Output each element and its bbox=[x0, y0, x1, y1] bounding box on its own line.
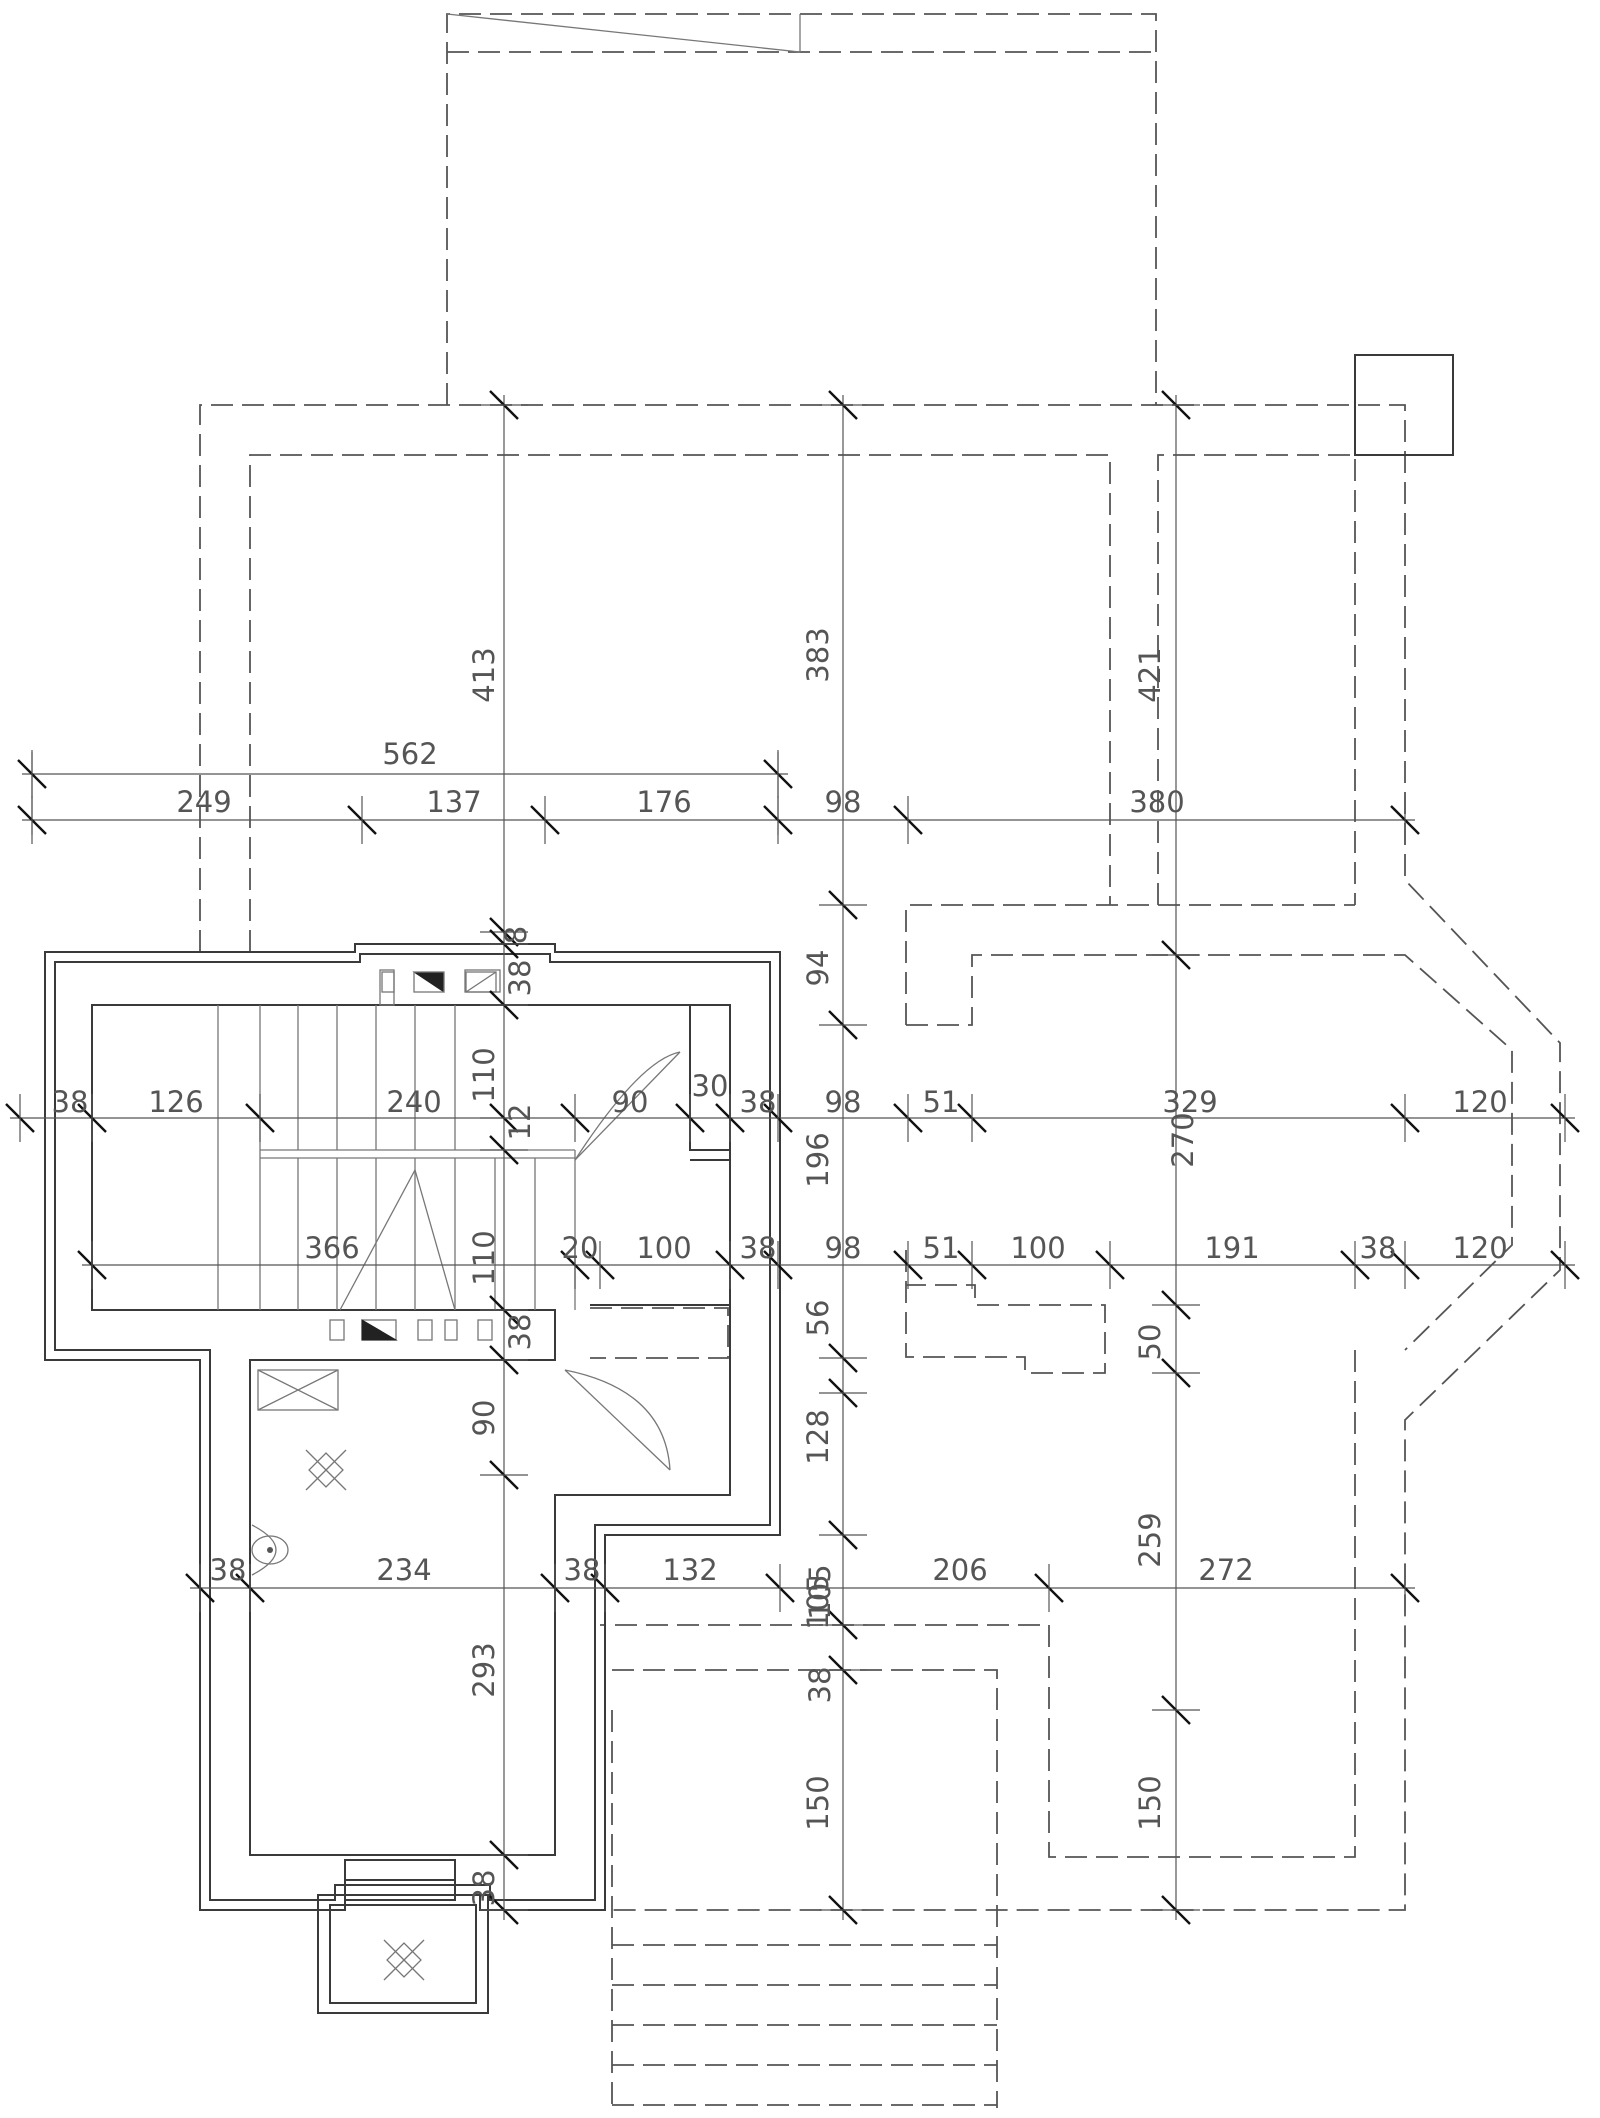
vertical-dimension-labels: 413 8 38 110 12 110 38 90 293 38 383 94 … bbox=[467, 627, 1200, 1906]
dim-label: 413 bbox=[467, 647, 501, 702]
dim-label: 38 bbox=[740, 1231, 777, 1265]
dim-label: 30 bbox=[692, 1069, 729, 1103]
dim-label: 38 bbox=[503, 1314, 537, 1351]
dim-label: 150 bbox=[1133, 1775, 1167, 1830]
dim-label: 98 bbox=[825, 1085, 862, 1119]
dim-label: 38 bbox=[1360, 1231, 1397, 1265]
dim-label: 50 bbox=[1133, 1324, 1167, 1361]
dim-label: 562 bbox=[382, 737, 437, 771]
ceiling-light-icon bbox=[305, 1449, 347, 1491]
dim-label: 51 bbox=[923, 1085, 960, 1119]
dim-label: 270 bbox=[1166, 1112, 1200, 1167]
chimney-box bbox=[1354, 354, 1454, 456]
dim-label: 98 bbox=[825, 1231, 862, 1265]
dim-label: 38 bbox=[210, 1553, 247, 1587]
dim-label: 380 bbox=[1129, 785, 1184, 819]
dim-label: 234 bbox=[376, 1553, 431, 1587]
dim-label: 12 bbox=[503, 1104, 537, 1141]
dim-label: 240 bbox=[386, 1085, 441, 1119]
dim-label: 38 bbox=[503, 960, 537, 997]
dim-label: 100 bbox=[1010, 1231, 1065, 1265]
dim-label: 259 bbox=[1133, 1512, 1167, 1567]
dim-label: 132 bbox=[662, 1553, 717, 1587]
dim-label: 38 bbox=[740, 1085, 777, 1119]
dim-label: 110 bbox=[467, 1230, 501, 1285]
dim-label: 293 bbox=[467, 1642, 501, 1697]
dim-label: 137 bbox=[426, 785, 481, 819]
bathroom-fixtures bbox=[251, 1369, 425, 1981]
dim-label: 110 bbox=[467, 1047, 501, 1102]
dim-label: 272 bbox=[1198, 1553, 1253, 1587]
ventilation-ducts bbox=[329, 971, 497, 1341]
dim-label: 100 bbox=[636, 1231, 691, 1265]
dim-label: 8 bbox=[499, 926, 533, 944]
dim-label: 176 bbox=[636, 785, 691, 819]
dim-label: 196 bbox=[801, 1132, 835, 1187]
dim-label: 105 bbox=[803, 1564, 837, 1619]
dim-label: 105 bbox=[801, 1574, 835, 1629]
porch-light-icon bbox=[383, 1939, 425, 1981]
dim-label: 421 bbox=[1133, 647, 1167, 702]
dim-label: 90 bbox=[467, 1400, 501, 1437]
dim-label: 206 bbox=[932, 1553, 987, 1587]
dim-label: 128 bbox=[801, 1409, 835, 1464]
doors bbox=[564, 1051, 681, 1471]
dim-label: 329 bbox=[1162, 1085, 1217, 1119]
washbasin-icon bbox=[251, 1524, 289, 1576]
dashed-outlines bbox=[199, 13, 1561, 2108]
dimension-ticks bbox=[5, 390, 1580, 1925]
dim-label: 126 bbox=[148, 1085, 203, 1119]
dim-label: 191 bbox=[1204, 1231, 1259, 1265]
dim-label: 98 bbox=[825, 785, 862, 819]
dim-label: 38 bbox=[467, 1870, 501, 1907]
dim-label: 383 bbox=[801, 627, 835, 682]
dim-label: 38 bbox=[803, 1667, 837, 1704]
dim-label: 90 bbox=[612, 1085, 649, 1119]
dim-label: 366 bbox=[304, 1231, 359, 1265]
dim-label: 249 bbox=[176, 785, 231, 819]
dim-label: 120 bbox=[1452, 1085, 1507, 1119]
dim-label: 150 bbox=[801, 1775, 835, 1830]
staircase bbox=[217, 969, 576, 1311]
dim-label: 20 bbox=[562, 1231, 599, 1265]
shower-tray-icon bbox=[257, 1369, 339, 1411]
dim-label: 51 bbox=[923, 1231, 960, 1265]
dim-label: 38 bbox=[52, 1085, 89, 1119]
dim-label: 56 bbox=[801, 1300, 835, 1337]
dim-label: 94 bbox=[801, 950, 835, 987]
horizontal-dimension-labels: 562 249 137 176 98 380 38 126 240 90 30 … bbox=[52, 737, 1508, 1620]
dim-label: 120 bbox=[1452, 1231, 1507, 1265]
dimension-lines bbox=[10, 395, 1575, 1920]
dim-label: 38 bbox=[564, 1553, 601, 1587]
